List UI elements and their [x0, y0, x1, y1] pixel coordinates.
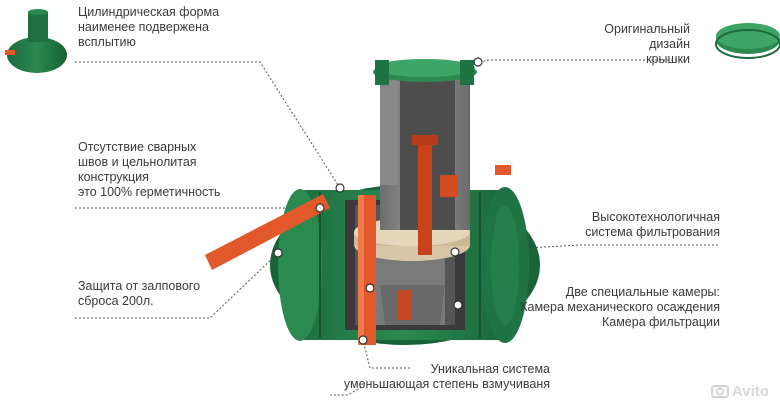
callout-overflow: Защита от залпового сброса 200л.	[78, 279, 201, 308]
camera-icon	[711, 385, 729, 398]
pipes	[205, 135, 511, 345]
watermark: Avito	[732, 383, 769, 400]
callout-unique: Уникальная система уменьшающая степень в…	[343, 362, 550, 391]
callout-cylinder: Цилиндрическая форма наименее подвержена…	[78, 5, 220, 49]
callout-dots	[273, 57, 483, 345]
callout-seamless: Отсутствие сварных швов и цельнолитая ко…	[78, 140, 221, 199]
callout-chambers: Две специальные камеры: Камера механичес…	[520, 285, 720, 329]
lid-thumbnail	[715, 23, 780, 59]
callout-filtration: Высокотехнологичная система фильтрования	[585, 210, 720, 239]
callout-lid-design: Оригинальный дизайн крышки	[604, 22, 690, 66]
thumbnail-tank	[5, 9, 67, 73]
